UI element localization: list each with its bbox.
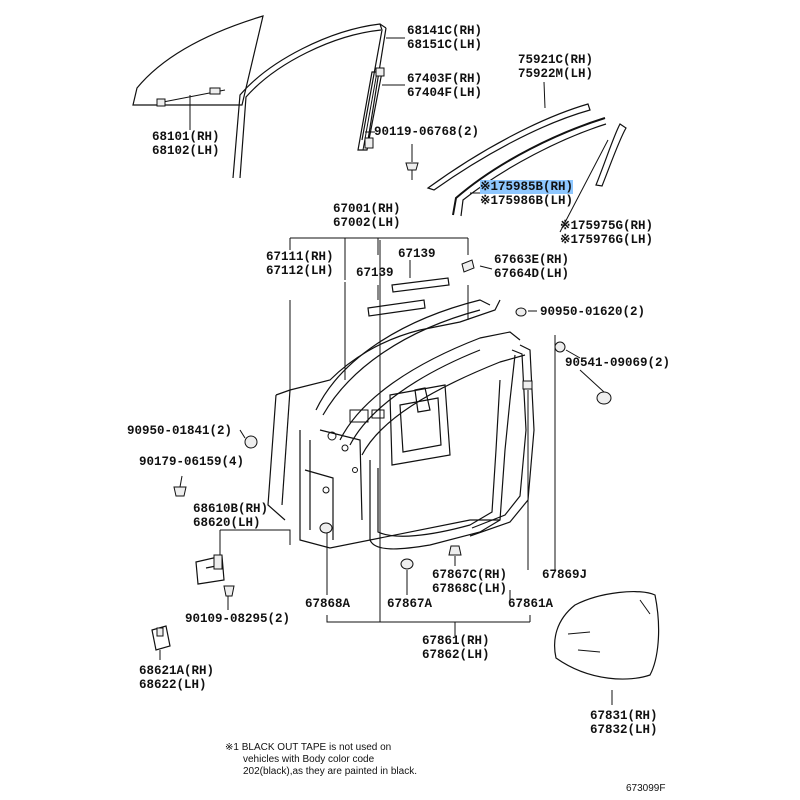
- label-tape-rear: ※175975G(RH) ※175976G(LH): [560, 219, 653, 247]
- bolt-06768-drawing: [405, 144, 419, 180]
- part-number: 67002(LH): [333, 216, 401, 230]
- part-number: 67663E(RH): [494, 253, 570, 267]
- part-number: 90950-01620(2): [540, 305, 646, 319]
- diagram-code: 673099F: [626, 783, 666, 794]
- label-run-channel: 68141C(RH) 68151C(LH): [407, 24, 482, 52]
- part-number: 67664D(LH): [494, 267, 570, 281]
- part-number: 67111(RH): [266, 250, 334, 264]
- footnote-line: ※1 BLACK OUT TAPE is not used on: [225, 742, 392, 753]
- part-number: 67831(RH): [590, 709, 658, 723]
- footnote: ※1 BLACK OUT TAPE is not used on vehicle…: [225, 742, 417, 778]
- part-number: 67403F(RH): [407, 72, 483, 86]
- part-number: 67001(RH): [333, 202, 401, 216]
- reinforcement-drawing: [367, 277, 450, 317]
- part-number: 68610B(RH): [193, 502, 269, 516]
- door-glass-drawing: [132, 15, 264, 107]
- label-plug-01841: 90950-01841(2): [127, 424, 232, 438]
- door-panel-drawing: [267, 299, 535, 550]
- label-door-inner: 67111(RH) 67112(LH): [266, 250, 334, 278]
- cover-67663-drawing: [461, 259, 475, 273]
- label-weatherstrip-main: 67861(RH) 67862(LH): [422, 634, 490, 662]
- part-number: 90950-01841(2): [127, 424, 233, 438]
- part-number: 90119-06768(2): [374, 125, 480, 139]
- part-number: 67861A: [508, 597, 554, 611]
- part-number: 90109-08295(2): [185, 612, 291, 626]
- part-number: 90179-06159(4): [139, 455, 245, 469]
- part-number: 68141C(RH): [407, 24, 483, 38]
- part-number: ※175976G(LH): [560, 233, 653, 247]
- label-division-bar: 67403F(RH) 67404F(LH): [407, 72, 482, 100]
- label-bolt-06159: 90179-06159(4): [139, 455, 244, 469]
- part-number: 67404F(LH): [407, 86, 483, 100]
- part-number-highlighted: ※175985B(RH): [480, 180, 573, 194]
- moulding-drawing: [426, 81, 627, 217]
- footnote-line: vehicles with Body color code: [243, 754, 375, 765]
- part-number: 75922M(LH): [518, 67, 594, 81]
- label-door-glass: 68101(RH) 68102(LH): [152, 130, 220, 158]
- part-number: 68621A(RH): [139, 664, 215, 678]
- label-weatherstrip-67861a: 67861A: [508, 597, 553, 611]
- part-number: 67832(LH): [590, 723, 658, 737]
- small-parts-drawing: [173, 307, 612, 597]
- part-number: 75921C(RH): [518, 53, 594, 67]
- division-bar-drawing: [357, 67, 385, 151]
- label-bolt-08295: 90109-08295(2): [185, 612, 290, 626]
- label-cover-67663: 67663E(RH) 67664D(LH): [494, 253, 569, 281]
- part-number: 67112(LH): [266, 264, 334, 278]
- label-service-hole-cover: 67831(RH) 67832(LH): [590, 709, 658, 737]
- hinge-drawing: [151, 554, 225, 651]
- label-tape-front: ※175985B(RH) ※175986B(LH): [480, 180, 573, 208]
- part-number: 68151C(LH): [407, 38, 483, 52]
- label-hinge-upper: 68610B(RH) 68620(LH): [193, 502, 268, 530]
- service-hole-cover-drawing: [554, 591, 660, 680]
- label-bolt-06768: 90119-06768(2): [374, 125, 479, 139]
- part-number: ※175975G(RH): [560, 219, 653, 233]
- label-reinforcement-a: 67139: [398, 247, 436, 261]
- label-reinforcement-b: 67139: [356, 266, 394, 280]
- label-door-panel: 67001(RH) 67002(LH): [333, 202, 401, 230]
- part-number: 67868C(LH): [432, 582, 508, 596]
- part-number: 67868A: [305, 597, 351, 611]
- label-hinge-lower: 68621A(RH) 68622(LH): [139, 664, 214, 692]
- part-number: 68101(RH): [152, 130, 220, 144]
- part-number: 67862(LH): [422, 648, 490, 662]
- label-clip-67868a: 67868A: [305, 597, 350, 611]
- part-number: 68102(LH): [152, 144, 220, 158]
- footnote-line: 202(black),as they are painted in black.: [243, 766, 417, 777]
- part-number: 67861(RH): [422, 634, 490, 648]
- part-number: 67139: [398, 247, 436, 261]
- label-clip-67867a: 67867A: [387, 597, 432, 611]
- glass-run-channel-drawing: [232, 23, 387, 179]
- label-cushion-09069: 90541-09069(2): [565, 356, 670, 370]
- part-number: 67139: [356, 266, 394, 280]
- part-number: 68620(LH): [193, 516, 261, 530]
- label-weatherstrip-67869j: 67869J: [542, 568, 587, 582]
- label-moulding-top: 75921C(RH) 75922M(LH): [518, 53, 593, 81]
- label-cushion-01620: 90950-01620(2): [540, 305, 645, 319]
- label-clip-67867c: 67867C(RH) 67868C(LH): [432, 568, 507, 596]
- part-number: 67869J: [542, 568, 588, 582]
- part-number: 68622(LH): [139, 678, 207, 692]
- part-number: 90541-09069(2): [565, 356, 671, 370]
- part-number: ※175986B(LH): [480, 194, 573, 208]
- part-number: 67867C(RH): [432, 568, 508, 582]
- part-number: 67867A: [387, 597, 433, 611]
